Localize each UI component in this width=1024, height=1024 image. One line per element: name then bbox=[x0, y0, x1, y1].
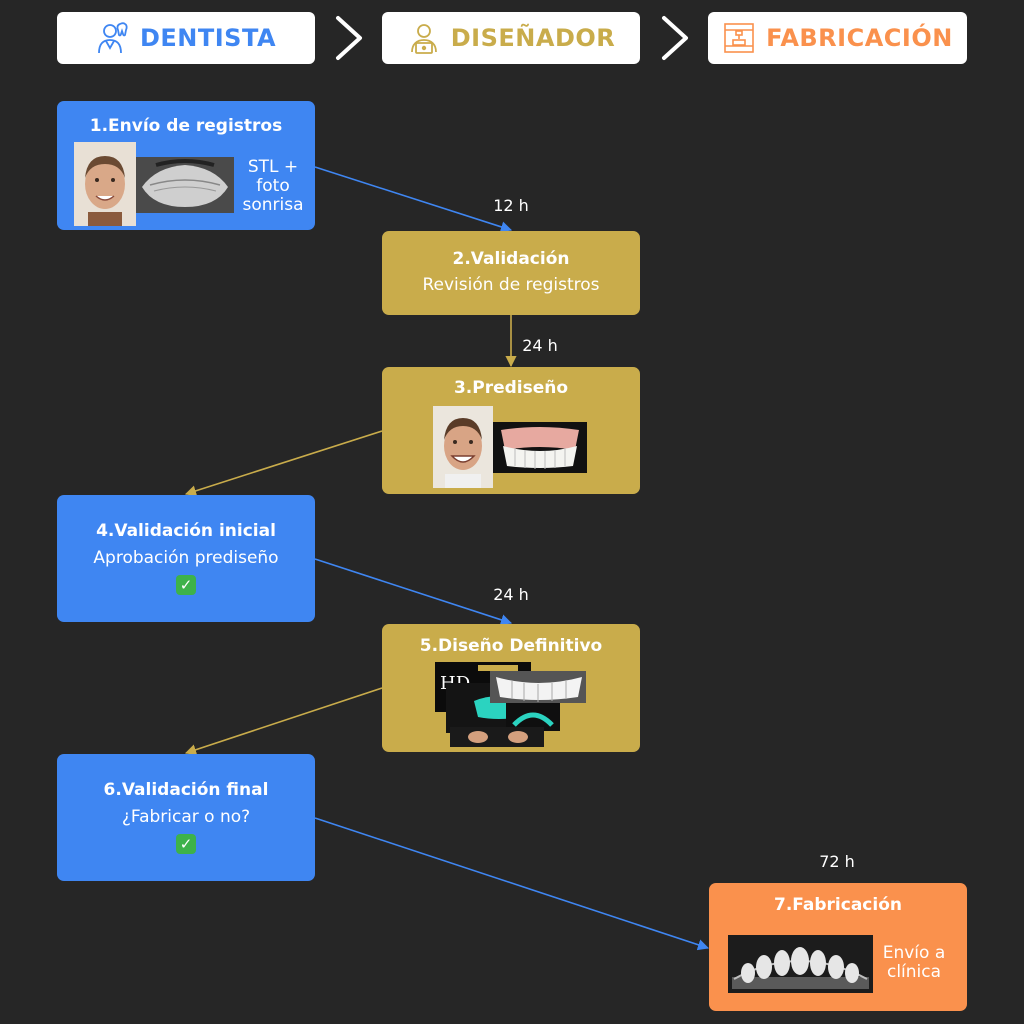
connector-5-6 bbox=[186, 688, 382, 753]
definitive-design-collage: HD bbox=[434, 661, 588, 747]
step-side-text: STL + foto sonrisa bbox=[235, 158, 311, 215]
check-icon: ✓ bbox=[176, 834, 196, 854]
step-title: 4.Validación inicial bbox=[57, 520, 315, 542]
step-subtitle: Revisión de registros bbox=[382, 273, 640, 297]
step-title: 7.Fabricación bbox=[709, 894, 967, 916]
patient-face-photo bbox=[74, 142, 136, 226]
step-4-box: 4.Validación inicial Aprobación prediseñ… bbox=[57, 495, 315, 622]
step-title: 5.Diseño Definitivo bbox=[382, 635, 640, 657]
fabricated-veneers-image bbox=[728, 935, 873, 993]
duration-label: 12 h bbox=[481, 196, 541, 215]
duration-label: 24 h bbox=[481, 585, 541, 604]
step-title: 1.Envío de registros bbox=[57, 115, 315, 137]
step-title: 6.Validación final bbox=[57, 779, 315, 801]
step-2-box: 2.Validación Revisión de registros bbox=[382, 231, 640, 315]
duration-label: 24 h bbox=[510, 336, 570, 355]
step-subtitle: Aprobación prediseño bbox=[57, 546, 315, 570]
step-side-text: Envío a clínica bbox=[875, 944, 953, 982]
step-title: 3.Prediseño bbox=[382, 377, 640, 399]
step-5-box: 5.Diseño Definitivo HD bbox=[382, 624, 640, 752]
duration-label: 72 h bbox=[807, 852, 867, 871]
step-1-box: 1.Envío de registros STL + foto sonrisa bbox=[57, 101, 315, 230]
step-6-box: 6.Validación final ¿Fabricar o no? ✓ bbox=[57, 754, 315, 881]
connector-6-7 bbox=[315, 818, 708, 948]
step-subtitle: ¿Fabricar o no? bbox=[57, 805, 315, 829]
step-3-box: 3.Prediseño bbox=[382, 367, 640, 494]
predesign-face-photo bbox=[433, 406, 493, 488]
stl-scan-image bbox=[136, 157, 234, 213]
connector-3-4 bbox=[186, 431, 382, 494]
check-icon: ✓ bbox=[176, 575, 196, 595]
predesign-teeth-image bbox=[493, 422, 587, 473]
step-title: 2.Validación bbox=[382, 248, 640, 270]
step-7-box: 7.Fabricación Envío a clínica bbox=[709, 883, 967, 1011]
